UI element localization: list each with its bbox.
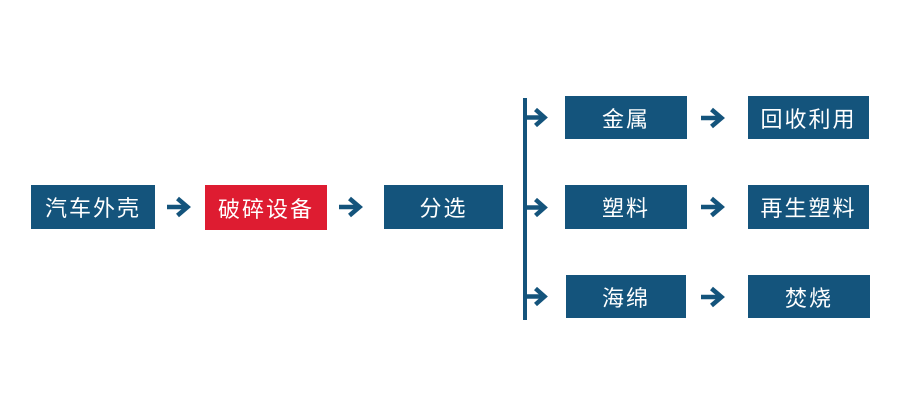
node-recycled-plastic: 再生塑料 — [748, 185, 869, 229]
node-recycling-reuse-label: 回收利用 — [760, 106, 857, 132]
arrow-right-icon — [338, 196, 368, 218]
branch-connector-line — [523, 98, 527, 320]
node-plastic: 塑料 — [565, 185, 687, 229]
node-crusher-equipment: 破碎设备 — [205, 185, 327, 230]
node-sponge-label: 海绵 — [601, 285, 650, 311]
node-recycling-reuse: 回收利用 — [748, 96, 869, 139]
node-plastic-label: 塑料 — [601, 196, 650, 221]
node-incineration: 焚烧 — [748, 275, 870, 318]
node-sponge: 海绵 — [566, 275, 686, 318]
branch-arrow-right-icon — [526, 107, 552, 128]
node-sorting-label: 分选 — [419, 196, 468, 221]
node-recycled-plastic-label: 再生塑料 — [760, 196, 857, 221]
arrow-right-icon — [166, 196, 196, 218]
node-metal: 金属 — [565, 96, 687, 139]
node-metal-label: 金属 — [601, 106, 650, 132]
node-sorting: 分选 — [384, 185, 503, 229]
arrow-right-icon — [700, 286, 730, 308]
branch-arrow-right-icon — [526, 197, 552, 218]
arrow-right-icon — [700, 107, 730, 129]
node-incineration-label: 焚烧 — [784, 285, 833, 311]
arrow-right-icon — [700, 196, 730, 218]
node-car-shell-label: 汽车外壳 — [44, 196, 141, 221]
node-crusher-equipment-label: 破碎设备 — [217, 196, 314, 222]
branch-arrow-right-icon — [526, 286, 552, 307]
node-car-shell: 汽车外壳 — [31, 185, 155, 229]
